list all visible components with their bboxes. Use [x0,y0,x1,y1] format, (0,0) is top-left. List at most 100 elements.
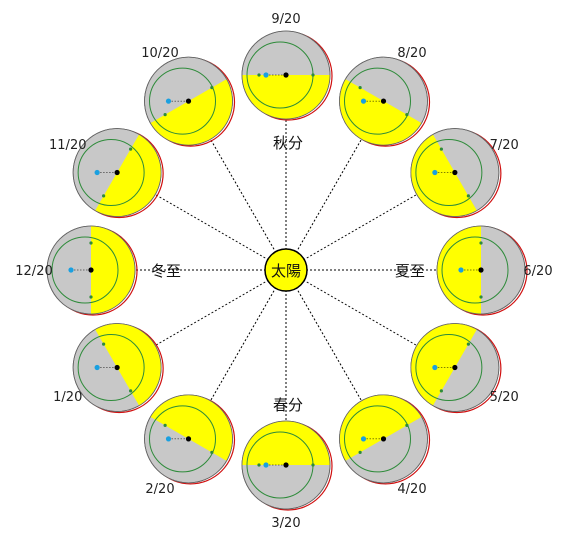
terminator-dot [210,450,214,454]
sun-label: 太陽 [271,262,301,280]
date-label: 3/20 [271,516,300,531]
earth-outline [410,323,500,412]
terminator-dot [358,450,362,454]
earth-center [283,72,289,78]
sun: 太陽 [264,248,308,292]
terminator-dot [466,342,470,346]
pole-marker [165,98,172,104]
earth-outline [72,323,162,412]
earth-day-side [95,134,162,217]
date-label: 4/20 [397,482,426,497]
earth-outline [241,30,331,120]
season-label-winter: 冬至 [151,262,181,280]
latitude-circle [77,139,145,206]
latitude-circle [344,405,411,473]
pole-marker [263,72,269,78]
pole-marker [68,267,74,273]
earth-outline [144,394,233,484]
earth-day-side [91,226,135,314]
terminator-dot [257,73,261,77]
sun-ray [90,157,287,271]
date-label: 5/20 [490,390,519,405]
date-label: 9/20 [271,12,300,27]
date-label: 6/20 [523,264,552,279]
date-label: 7/20 [490,138,519,153]
terminator-dot [439,147,443,151]
sun-ray [285,74,399,271]
earth-center [185,436,192,442]
season-label-spring: 春分 [273,396,303,414]
earth-positions [46,30,528,511]
pole-marker [458,267,464,273]
season-labels: 秋分 冬至 夏至 春分 [151,134,425,414]
terminator-dot [129,147,133,151]
earth-center [380,98,387,104]
pole-marker [360,436,367,442]
terminator-dot [89,241,93,245]
earth-outline [72,128,162,217]
terminator-dot [129,389,133,393]
sun-ray [173,74,287,271]
pole-marker [360,98,367,104]
terminator-dot [311,463,315,467]
earth-center [478,267,484,273]
earth-center [452,169,458,176]
latitude-circle [149,67,216,135]
earth-day-side [242,421,330,465]
terminator-dot [466,194,470,198]
earth-center [452,364,458,371]
pole-marker [94,169,100,176]
terminator-dot [102,342,106,346]
date-label: 1/20 [53,390,82,405]
latitude-circle [344,67,411,135]
earth-1-20 [72,323,164,414]
sun-rays [61,45,511,495]
terminator-dot [163,113,167,117]
earth-5-20 [410,323,502,414]
latitude-circle [415,139,483,206]
terminator-dot [405,423,409,427]
earth-outline [436,225,526,315]
earth-3-20 [241,420,333,511]
sun-ray [285,269,399,466]
date-labels: 9/208/207/206/205/204/203/202/201/2012/2… [15,12,552,531]
sun-ray [173,269,287,466]
earth-11-20 [72,128,164,219]
terminator-dot [358,86,362,90]
terminator-dot [102,194,106,198]
earth-day-side [339,79,422,146]
earth-day-side [150,79,233,146]
latitude-circle [51,236,119,304]
pole-marker [94,364,100,371]
terminator-dot [439,389,443,393]
earth-10-20 [144,56,236,147]
earth-center [114,169,120,176]
terminator-dot [163,423,167,427]
earth-2-20 [144,394,236,485]
latitude-circle [415,334,483,401]
earth-outline [339,56,428,146]
earth-center [114,364,120,371]
earth-outline [410,128,500,217]
sun-disk [264,248,308,292]
latitude-circle [441,236,509,304]
sun-ray [285,269,482,383]
latitude-circle [77,334,145,401]
earth-8-20 [339,56,431,147]
earth-outline [46,225,136,315]
earth-center [380,436,387,442]
date-label: 11/20 [49,138,86,153]
earth-day-side [410,134,477,217]
sun-ray [285,157,482,271]
earth-center [185,98,192,104]
earth-6-20 [436,225,528,316]
pole-marker [432,364,438,371]
earth-9-20 [241,30,333,121]
earth-center [88,267,94,273]
earth-7-20 [410,128,502,219]
terminator-dot [89,295,93,299]
terminator-dot [311,73,315,77]
terminator-dot [479,295,483,299]
earth-12-20 [46,225,138,316]
